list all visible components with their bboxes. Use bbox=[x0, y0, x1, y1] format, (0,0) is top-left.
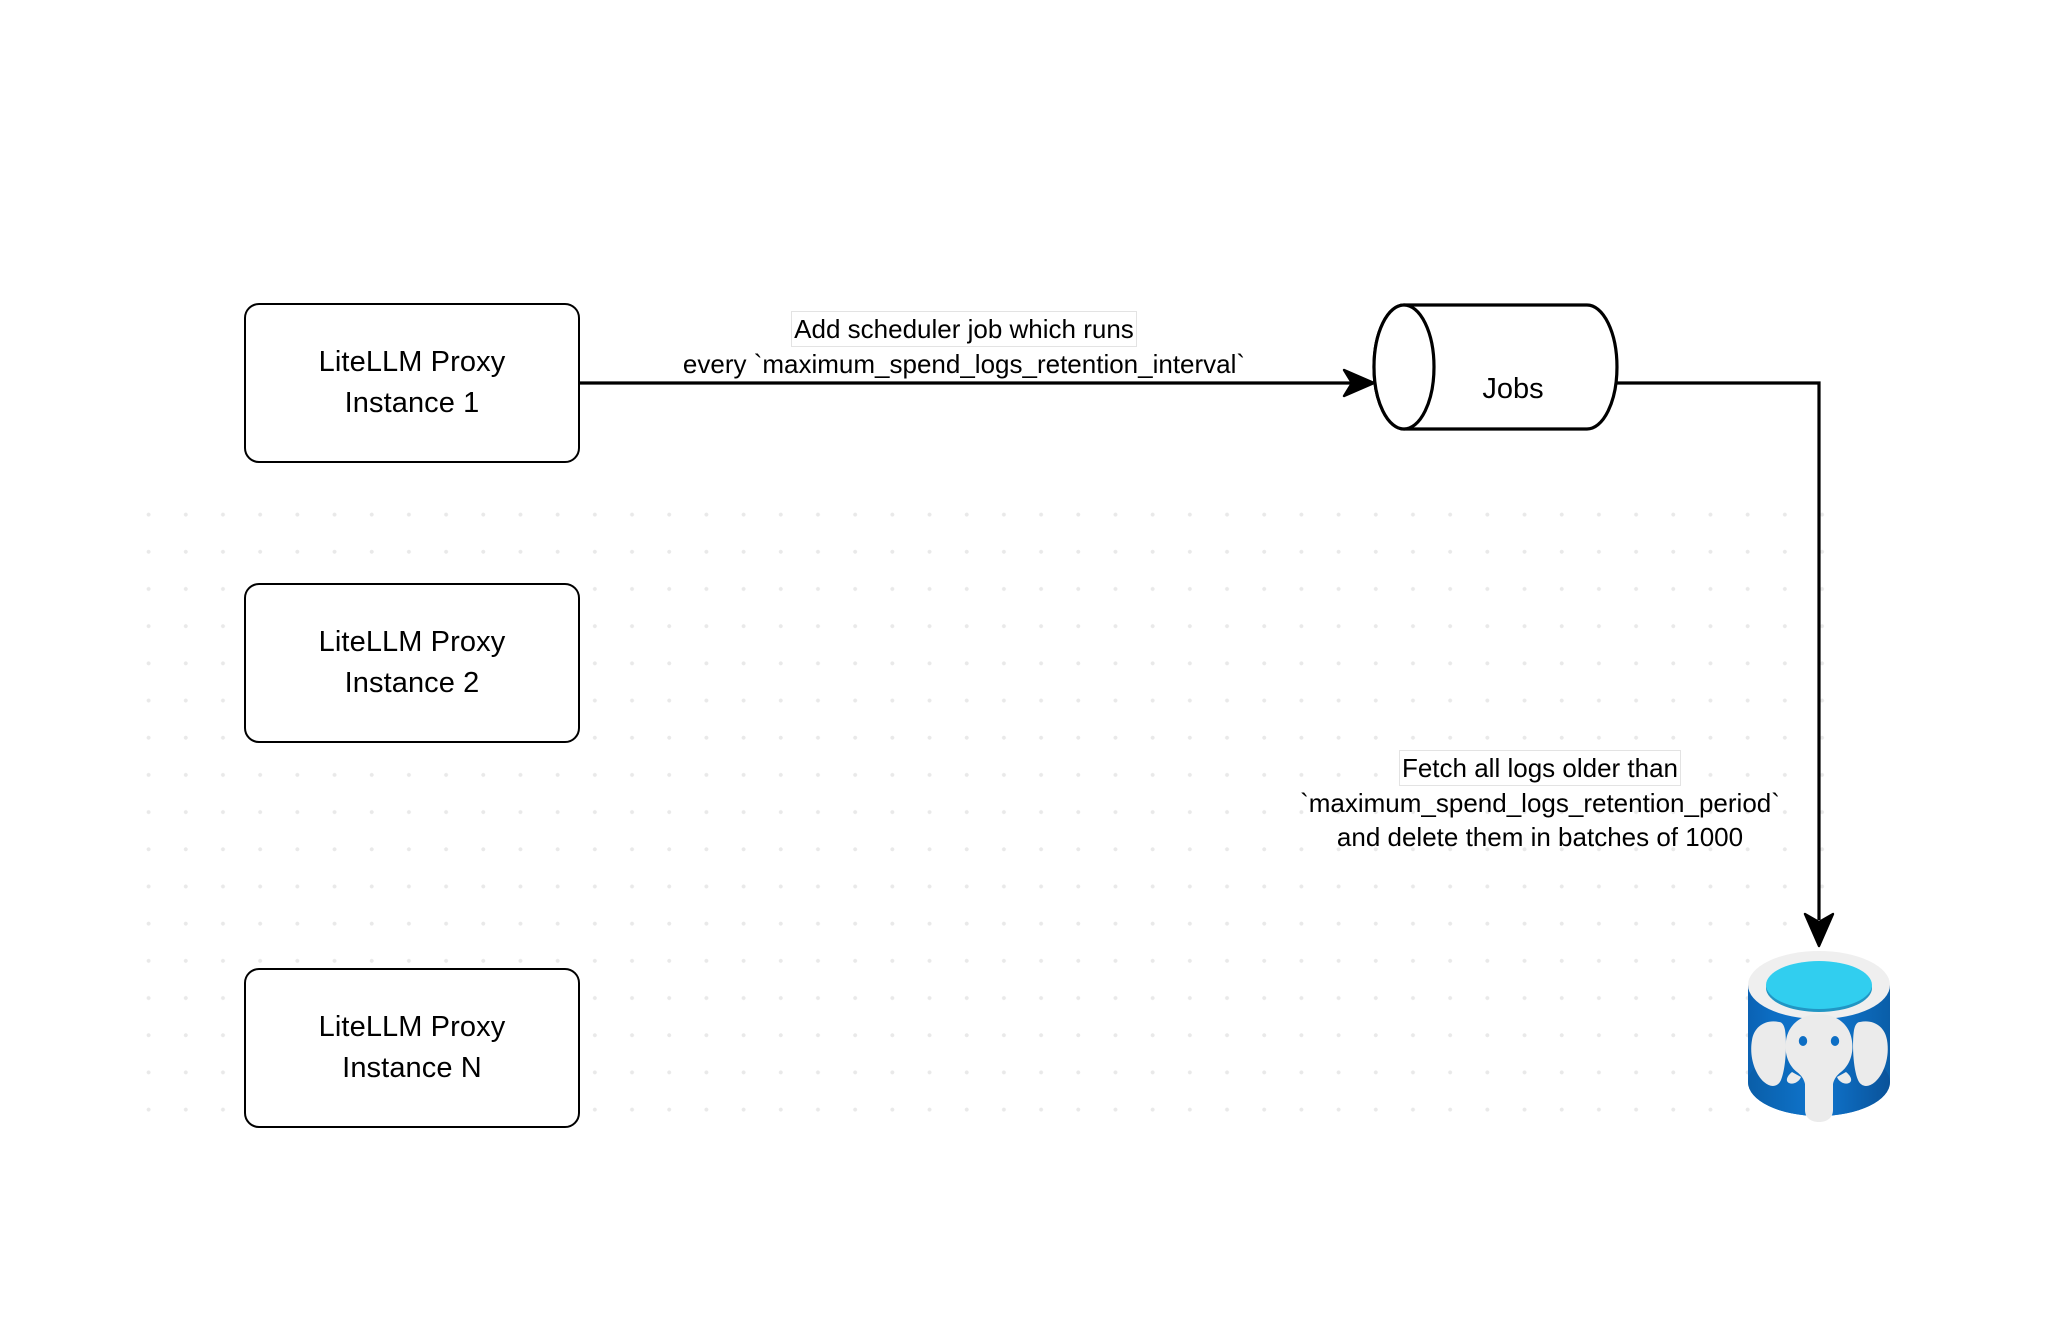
edge-jobs-to-database bbox=[1617, 381, 1835, 948]
node-litellm-proxy-instance-n[interactable]: LiteLLM Proxy Instance N bbox=[244, 968, 580, 1128]
edge-proxy-to-jobs bbox=[580, 368, 1376, 398]
edge-label-jobs-to-database: Fetch all logs older than `maximum_spend… bbox=[1240, 750, 1840, 854]
postgres-elephant-eyes bbox=[1798, 1036, 1840, 1046]
jobs-cylinder-shape bbox=[1372, 303, 1619, 431]
node-litellm-proxy-instance-1[interactable]: LiteLLM Proxy Instance 1 bbox=[244, 303, 580, 463]
node-label-line1: LiteLLM Proxy bbox=[318, 346, 506, 378]
edge-label-line1: Fetch all logs older than bbox=[1398, 750, 1682, 786]
node-label-line2: Instance N bbox=[342, 1052, 482, 1084]
node-litellm-proxy-instance-2[interactable]: LiteLLM Proxy Instance 2 bbox=[244, 583, 580, 743]
edge-label-proxy-to-jobs: Add scheduler job which runs every `maxi… bbox=[614, 311, 1314, 381]
node-label-line2: Instance 2 bbox=[344, 667, 480, 699]
edge-label-line2: `maximum_spend_logs_retention_period` bbox=[1300, 788, 1780, 818]
edge-label-line1: Add scheduler job which runs bbox=[791, 311, 1137, 347]
node-label-line1: LiteLLM Proxy bbox=[318, 626, 506, 658]
postgres-database-shape bbox=[1748, 951, 1890, 1122]
node-label-line1: LiteLLM Proxy bbox=[318, 1011, 506, 1043]
edge-label-line3: and delete them in batches of 1000 bbox=[1336, 822, 1744, 852]
node-jobs-label[interactable]: Jobs bbox=[1482, 373, 1544, 405]
node-label-line2: Instance 1 bbox=[344, 387, 480, 419]
edge-label-line2: every `maximum_spend_logs_retention_inte… bbox=[682, 349, 1246, 379]
